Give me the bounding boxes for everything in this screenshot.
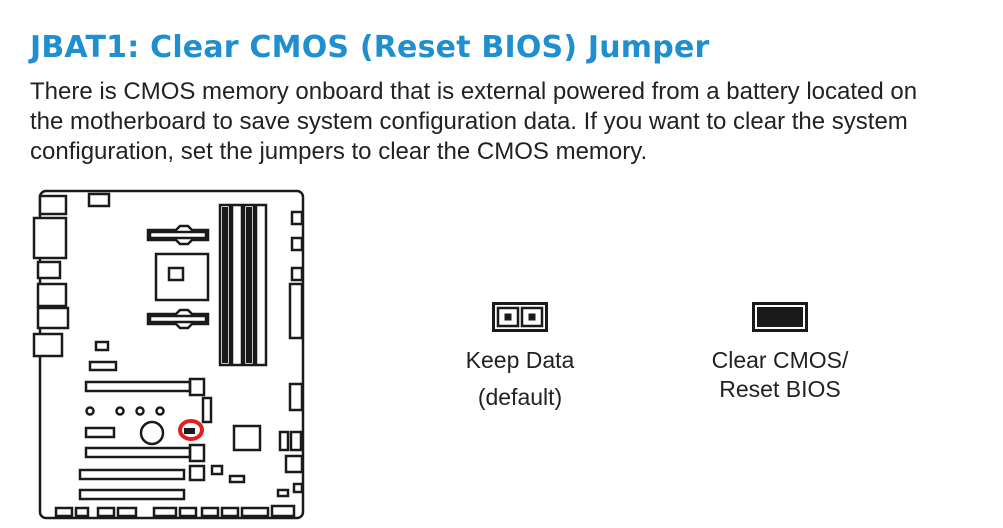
bottom-header bbox=[220, 506, 240, 518]
bottom-header bbox=[54, 506, 74, 518]
keep-data-default-label: (default) bbox=[477, 384, 563, 410]
cpu-socket bbox=[154, 252, 210, 302]
description-line-2: the motherboard to save system configura… bbox=[30, 108, 908, 135]
right-connector bbox=[290, 236, 304, 252]
right-connector bbox=[288, 382, 304, 412]
small-header bbox=[94, 340, 110, 352]
pcie-slot bbox=[78, 488, 186, 501]
io-connector bbox=[36, 260, 62, 280]
header-block bbox=[84, 426, 116, 439]
atx-power-connector bbox=[288, 282, 304, 340]
pcie-latch bbox=[188, 377, 206, 397]
io-connector bbox=[36, 306, 70, 330]
section-title: JBAT1: Clear CMOS (Reset BIOS) Jumper bbox=[30, 30, 710, 65]
clear-cmos-label: Clear CMOS/ bbox=[711, 347, 849, 373]
cmos-battery bbox=[139, 420, 165, 446]
dimm-slot bbox=[230, 203, 244, 367]
pcie-slot bbox=[84, 446, 192, 459]
dimm-slot bbox=[242, 203, 256, 367]
bottom-header bbox=[178, 506, 198, 518]
right-header bbox=[284, 454, 304, 474]
clear-cmos-jumper-icon bbox=[752, 302, 808, 332]
right-header bbox=[278, 430, 290, 452]
heatsink-bracket-top bbox=[146, 224, 210, 246]
bottom-header bbox=[200, 506, 220, 518]
small-chip bbox=[210, 464, 224, 476]
section-description: There is CMOS memory onboard that is ext… bbox=[30, 77, 970, 167]
right-connector bbox=[290, 266, 304, 282]
chipset bbox=[232, 424, 262, 452]
small-chip bbox=[228, 474, 246, 484]
mount-hole bbox=[155, 406, 165, 416]
io-connector bbox=[38, 194, 68, 216]
bottom-header bbox=[116, 506, 138, 518]
io-connector bbox=[36, 282, 68, 308]
pcie-slot bbox=[78, 468, 186, 481]
heatsink-bracket-bottom bbox=[146, 308, 210, 330]
motherboard-diagram bbox=[32, 189, 305, 520]
dimm-slot bbox=[218, 203, 232, 367]
jbat1-jumper bbox=[184, 428, 195, 434]
jbat1-highlight bbox=[178, 419, 204, 441]
reset-bios-label: Reset BIOS bbox=[719, 376, 841, 402]
clear-cmos-caption: Clear CMOS/ Reset BIOS bbox=[690, 346, 870, 404]
right-connector bbox=[290, 210, 304, 226]
pcie-latch bbox=[188, 443, 206, 463]
description-line-1: There is CMOS memory onboard that is ext… bbox=[30, 78, 918, 105]
keep-data-label: Keep Data bbox=[465, 347, 575, 373]
io-connector bbox=[32, 332, 64, 358]
small-chip bbox=[292, 482, 304, 494]
bottom-header bbox=[270, 504, 296, 518]
small-header bbox=[88, 360, 118, 372]
mount-hole bbox=[85, 406, 95, 416]
pcie-slot bbox=[84, 380, 192, 393]
keep-data-jumper-icon bbox=[492, 302, 548, 332]
cpu-socket-inner bbox=[167, 266, 185, 282]
io-connector bbox=[32, 216, 68, 260]
right-header bbox=[289, 430, 303, 452]
bottom-header bbox=[96, 506, 116, 518]
bottom-header bbox=[240, 506, 270, 518]
m2-slot bbox=[201, 396, 213, 424]
bottom-header bbox=[74, 506, 90, 518]
dimm-slot bbox=[254, 203, 268, 367]
top-connector bbox=[87, 192, 111, 208]
bottom-header bbox=[152, 506, 178, 518]
small-chip bbox=[276, 488, 290, 498]
description-line-3: configuration, set the jumpers to clear … bbox=[30, 138, 648, 165]
small-chip bbox=[188, 464, 206, 482]
keep-data-caption: Keep Data (default) bbox=[440, 346, 600, 412]
mount-hole bbox=[135, 406, 145, 416]
mount-hole bbox=[115, 406, 125, 416]
